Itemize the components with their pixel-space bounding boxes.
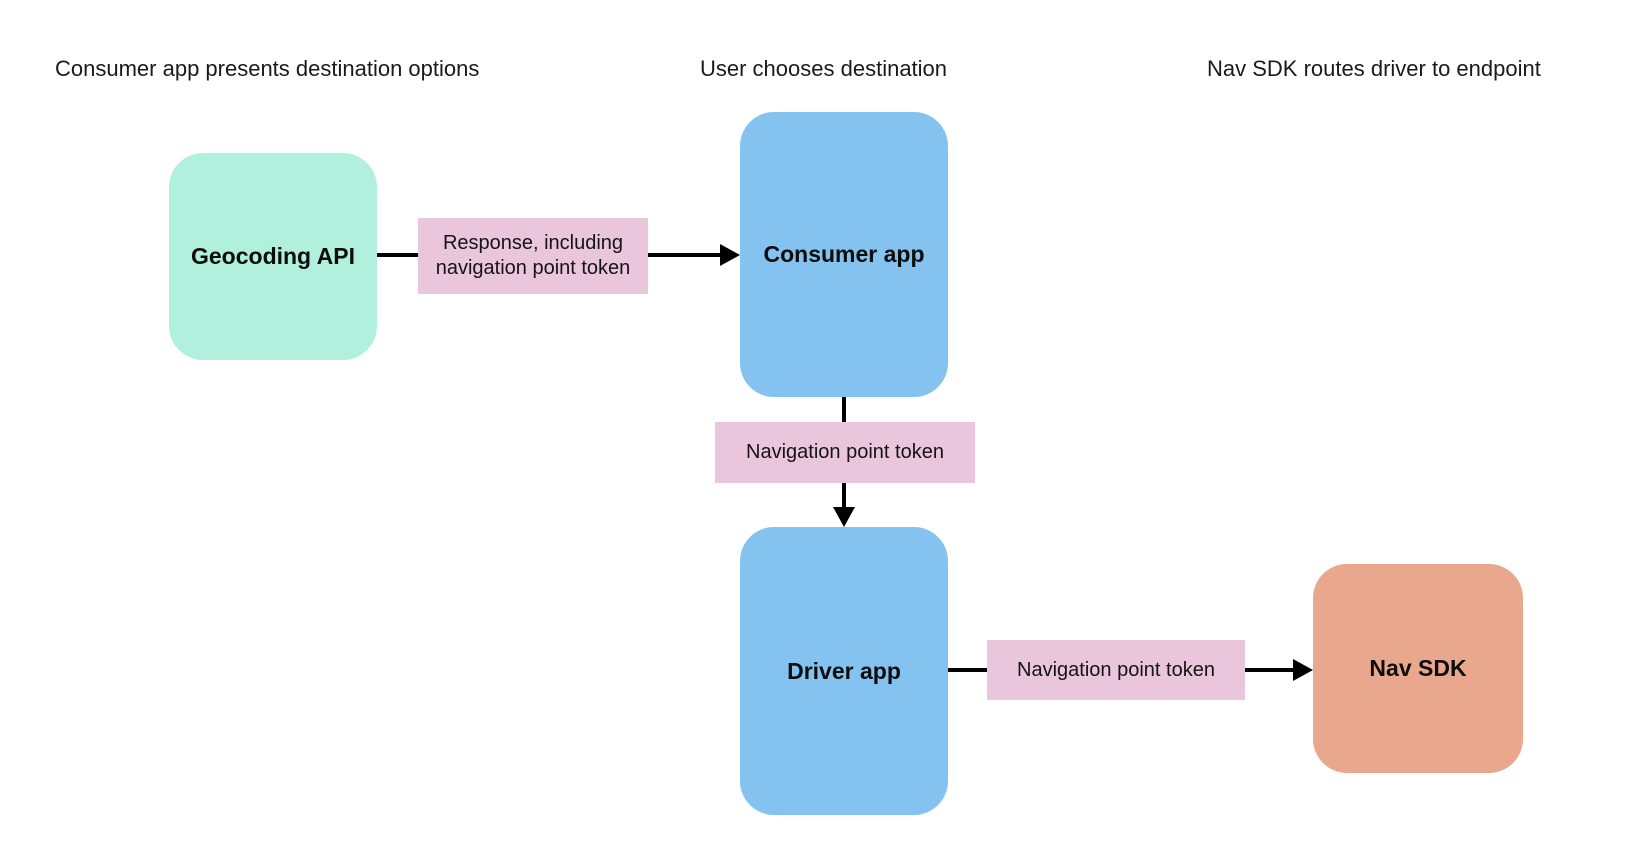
edge-label-response-token: Response, including navigation point tok… — [418, 218, 648, 294]
node-driver-app-label: Driver app — [787, 657, 901, 684]
edge-label-to-consumer-line — [648, 253, 722, 257]
edge-label-to-driver-line — [842, 483, 846, 509]
lane-header-consumer-presents: Consumer app presents destination option… — [55, 56, 480, 81]
node-geocoding-api: Geocoding API — [169, 153, 377, 360]
edge-consumer-to-label-line — [842, 397, 846, 422]
node-consumer-app: Consumer app — [740, 112, 948, 397]
arrowhead-right-icon — [1293, 659, 1313, 681]
edge-label-navigation-point-token-2-text: Navigation point token — [1017, 658, 1215, 681]
arrowhead-right-icon — [720, 244, 740, 266]
node-nav-sdk: Nav SDK — [1313, 564, 1523, 773]
edge-label-to-navsdk-line — [1245, 668, 1295, 672]
lane-header-user-chooses: User chooses destination — [700, 56, 948, 81]
node-geocoding-api-label: Geocoding API — [191, 243, 355, 269]
lane-header-navsdk-routes: Nav SDK routes driver to endpoint — [1207, 56, 1541, 81]
node-driver-app: Driver app — [740, 527, 948, 815]
edge-driver-to-label-line — [948, 668, 987, 672]
edge-label-navigation-point-token-2: Navigation point token — [987, 640, 1245, 700]
edge-label-response-token-text: Response, including navigation point tok… — [435, 232, 631, 279]
arrowhead-down-icon — [833, 507, 855, 527]
edge-label-navigation-point-token-1: Navigation point token — [715, 422, 975, 483]
node-nav-sdk-label: Nav SDK — [1369, 655, 1467, 681]
node-consumer-app-label: Consumer app — [763, 241, 925, 267]
edge-geocoding-to-label-line — [377, 253, 418, 257]
edge-label-navigation-point-token-1-text: Navigation point token — [746, 441, 944, 463]
